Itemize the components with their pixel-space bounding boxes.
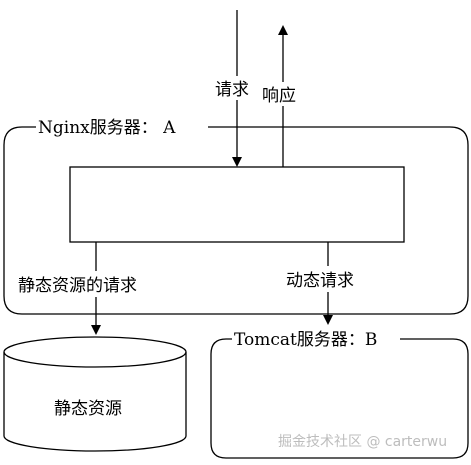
dynamic-request-label: 动态请求 [286, 271, 354, 291]
static-resource-label: 静态资源 [54, 399, 122, 419]
tomcat-server-box [210, 338, 469, 459]
nginx-server-box [3, 126, 469, 315]
static-request-label: 静态资源的请求 [18, 276, 137, 296]
response-label: 响应 [262, 86, 296, 106]
request-label: 请求 [215, 80, 249, 100]
nginx-server-title: Nginx服务器： A [38, 118, 176, 138]
tomcat-server-title: Tomcat服务器：B [234, 330, 377, 350]
static-resource-cylinder [3, 336, 187, 452]
watermark: 掘金技术社区 @ carterwu [278, 434, 447, 450]
nginx-inner-box [69, 166, 405, 243]
